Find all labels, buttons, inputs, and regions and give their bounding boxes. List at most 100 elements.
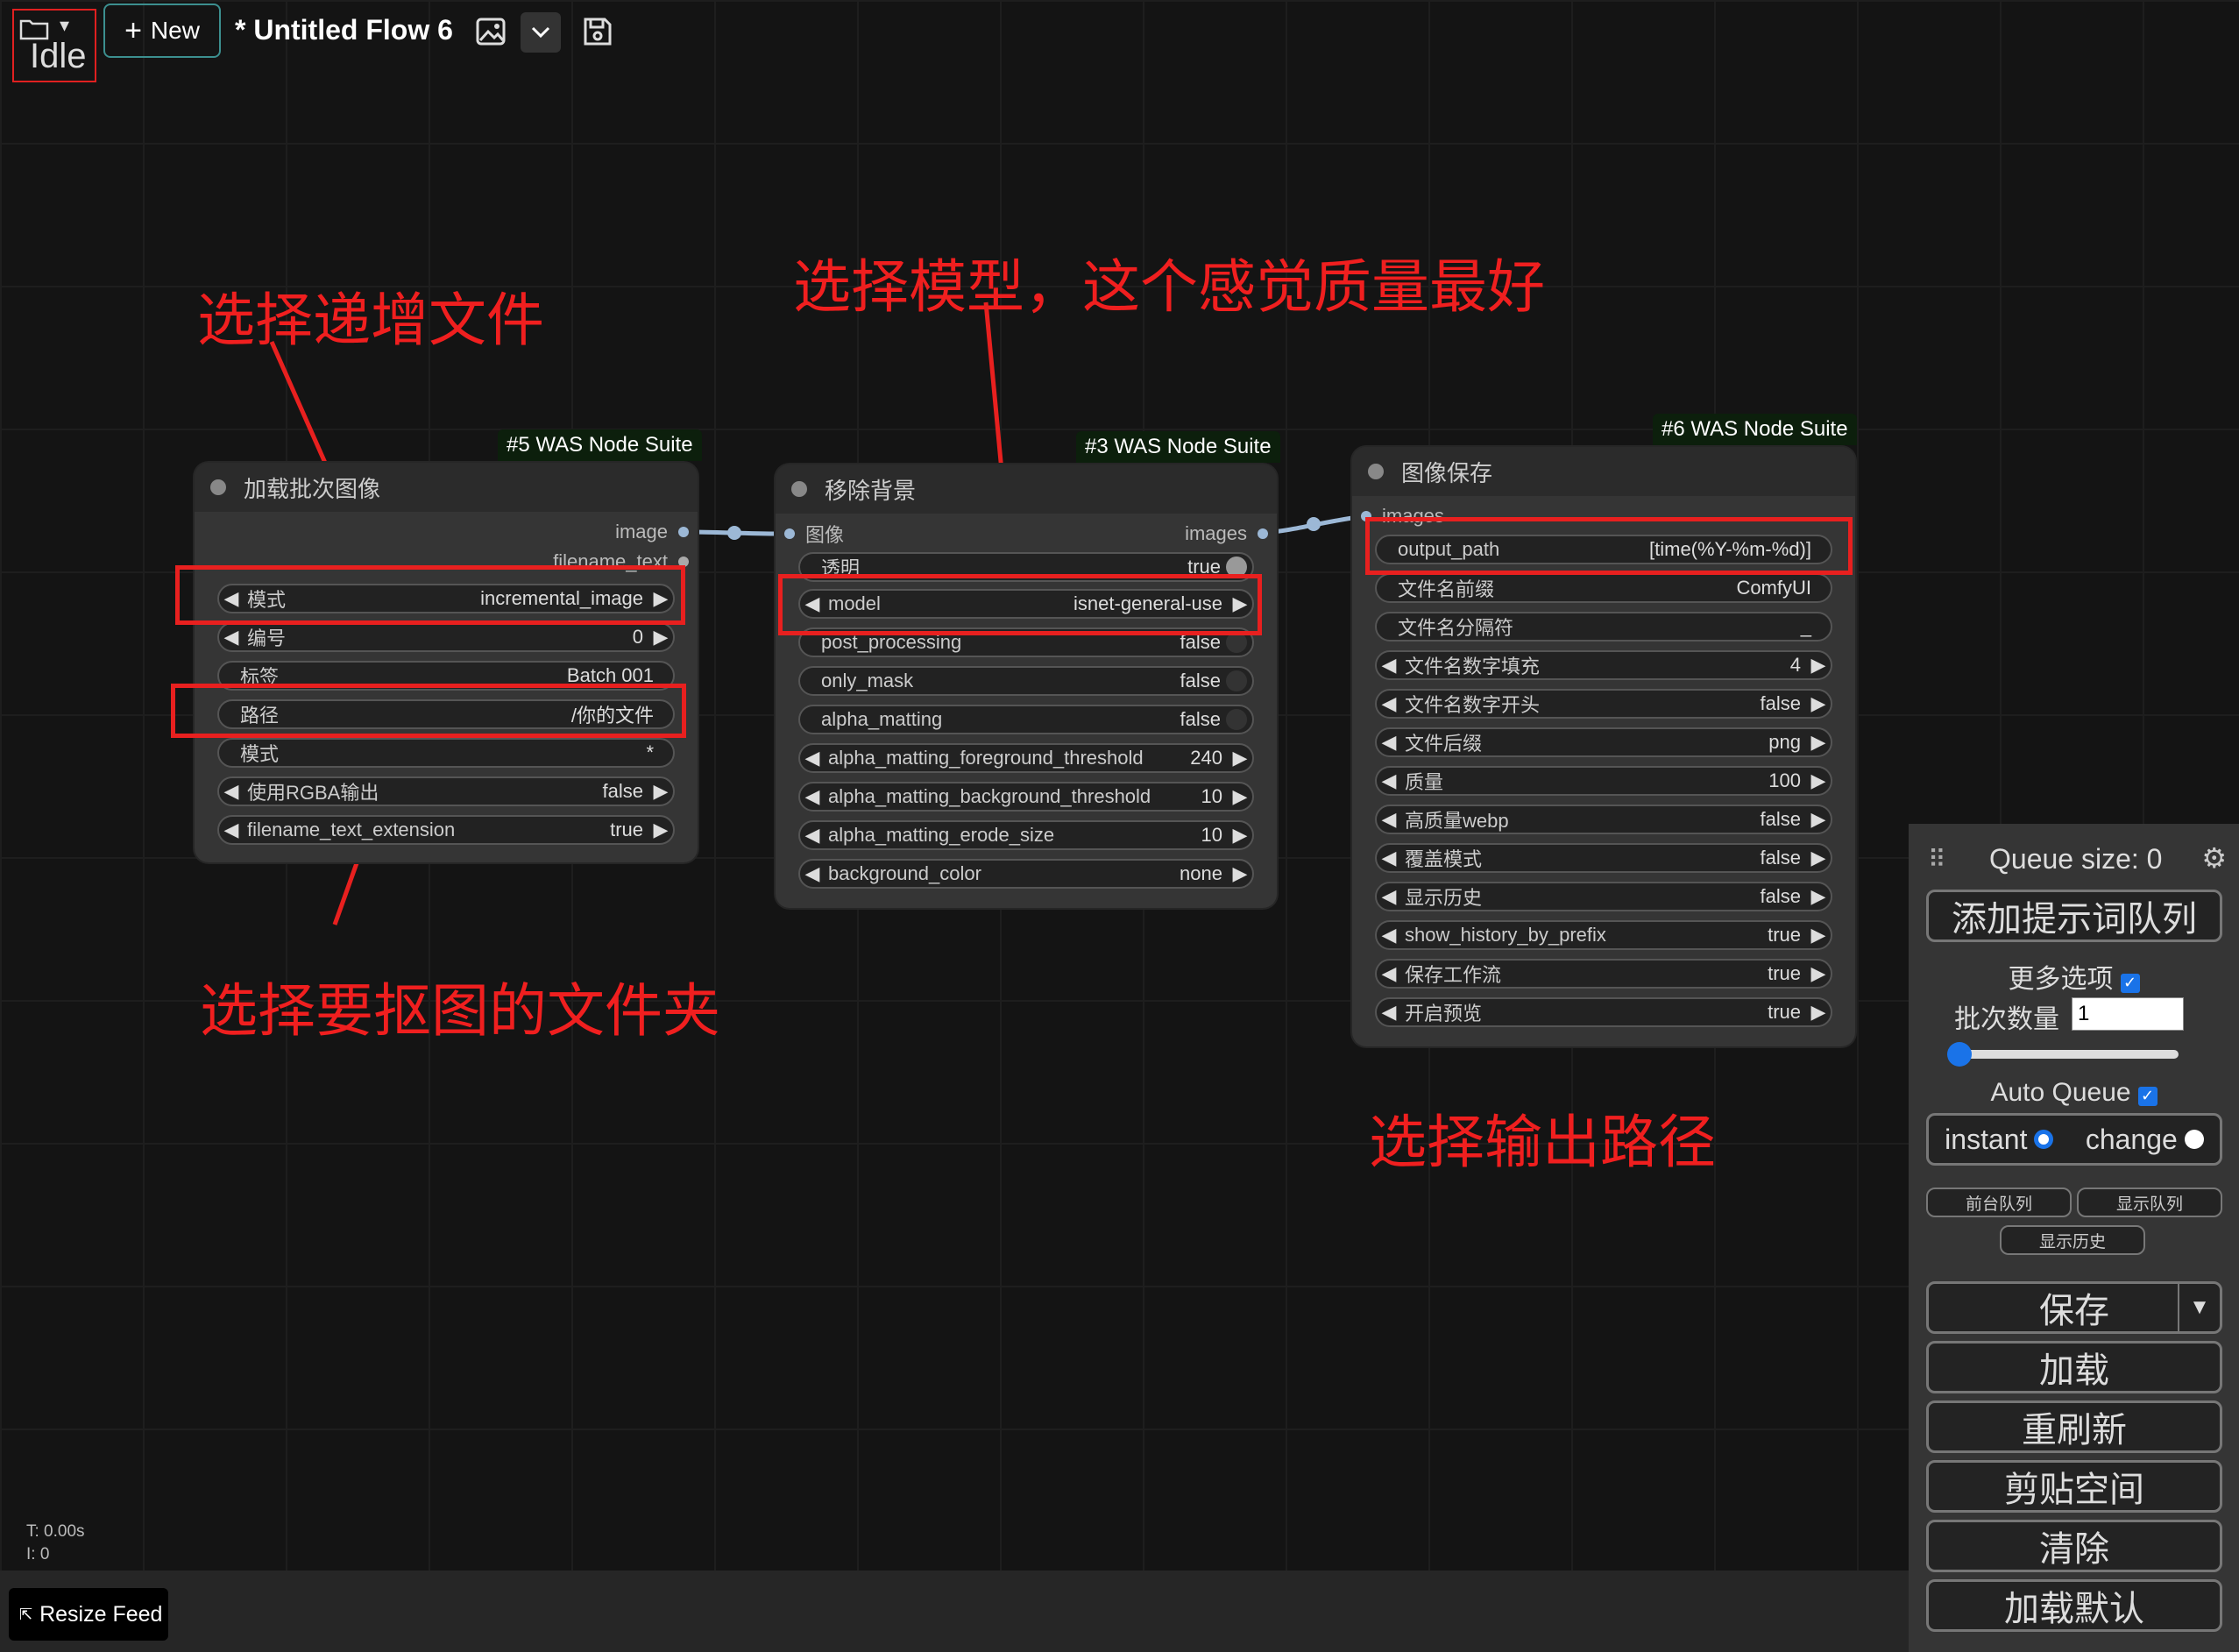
node3-widget-only-mask[interactable]: only_mask false (798, 666, 1254, 696)
extra-options-checkbox[interactable]: ✓ (2120, 973, 2140, 993)
right-arrow-icon[interactable]: ▶ (653, 587, 669, 609)
left-arrow-icon[interactable]: ◀ (804, 592, 820, 614)
left-arrow-icon[interactable]: ◀ (804, 747, 820, 769)
node6-header[interactable]: 图像保存 (1352, 447, 1855, 496)
node6-widget-show-previews[interactable]: ◀ 开启预览 true ▶ (1375, 997, 1832, 1027)
node6-widget-embed-workflow[interactable]: ◀ 保存工作流 true ▶ (1375, 959, 1832, 989)
left-arrow-icon[interactable]: ◀ (1381, 654, 1397, 676)
right-arrow-icon[interactable]: ▶ (1232, 824, 1248, 846)
node5-output-filename-dot[interactable] (678, 557, 689, 567)
node3-widget-background-color[interactable]: ◀ background_color none ▶ (798, 859, 1254, 889)
right-arrow-icon[interactable]: ▶ (1810, 692, 1826, 714)
workflow-menu-button[interactable]: ▾ Idle (12, 9, 96, 82)
clear-button[interactable]: 清除 (1926, 1520, 2222, 1572)
right-arrow-icon[interactable]: ▶ (1232, 785, 1248, 807)
slider-thumb[interactable] (1947, 1042, 1972, 1067)
node6-collapse-dot[interactable] (1368, 464, 1384, 479)
node6-widget-overwrite-mode[interactable]: ◀ 覆盖模式 false ▶ (1375, 843, 1832, 873)
node6-widget-extension[interactable]: ◀ 文件后缀 png ▶ (1375, 727, 1832, 757)
right-arrow-icon[interactable]: ▶ (1810, 924, 1826, 946)
right-arrow-icon[interactable]: ▶ (1232, 862, 1248, 884)
load-default-button[interactable]: 加载默认 (1926, 1579, 2222, 1632)
node6-widget-output-path[interactable]: output_path [time(%Y-%m-%d)] (1375, 535, 1832, 564)
node6-widget-number-padding[interactable]: ◀ 文件名数字填充 4 ▶ (1375, 650, 1832, 680)
node3-collapse-dot[interactable] (791, 481, 807, 497)
left-arrow-icon[interactable]: ◀ (1381, 808, 1397, 830)
instant-option[interactable]: instant (1945, 1124, 2054, 1156)
left-arrow-icon[interactable]: ◀ (1381, 731, 1397, 753)
left-arrow-icon[interactable]: ◀ (804, 824, 820, 846)
right-arrow-icon[interactable]: ▶ (1810, 885, 1826, 907)
node-remove-background[interactable]: 移除背景 图像 images 透明 true ◀ model isnet-gen… (776, 464, 1277, 908)
node3-widget-bg-threshold[interactable]: ◀ alpha_matting_background_threshold 10 … (798, 782, 1254, 812)
left-arrow-icon[interactable]: ◀ (1381, 1001, 1397, 1023)
node5-widget-filename-ext[interactable]: ◀ filename_text_extension true ▶ (217, 815, 675, 845)
node6-widget-quality[interactable]: ◀ 质量 100 ▶ (1375, 766, 1832, 796)
node6-widget-history-by-prefix[interactable]: ◀ show_history_by_prefix true ▶ (1375, 920, 1832, 950)
node3-widget-erode-size[interactable]: ◀ alpha_matting_erode_size 10 ▶ (798, 820, 1254, 850)
node3-input-image-dot[interactable] (784, 528, 795, 539)
right-arrow-icon[interactable]: ▶ (1810, 808, 1826, 830)
right-arrow-icon[interactable]: ▶ (653, 626, 669, 648)
node5-widget-path[interactable]: 路径 /你的文件 (217, 699, 675, 729)
workflow-dropdown-button[interactable] (521, 12, 561, 53)
right-arrow-icon[interactable]: ▶ (1232, 747, 1248, 769)
right-arrow-icon[interactable]: ▶ (1810, 847, 1826, 869)
node3-header[interactable]: 移除背景 (776, 464, 1277, 514)
chevron-down-icon[interactable]: ▼ (2178, 1284, 2220, 1331)
node6-widget-filename-prefix[interactable]: 文件名前缀 ComfyUI (1375, 573, 1832, 603)
left-arrow-icon[interactable]: ◀ (223, 780, 239, 802)
right-arrow-icon[interactable]: ▶ (1810, 962, 1826, 984)
right-arrow-icon[interactable]: ▶ (1810, 769, 1826, 791)
left-arrow-icon[interactable]: ◀ (223, 587, 239, 609)
node5-widget-mode[interactable]: ◀ 模式 incremental_image ▶ (217, 584, 675, 613)
left-arrow-icon[interactable]: ◀ (1381, 769, 1397, 791)
node3-output-images-dot[interactable] (1258, 528, 1268, 539)
node6-input-images[interactable]: images (1361, 501, 1444, 531)
right-arrow-icon[interactable]: ▶ (1232, 592, 1248, 614)
toggle-off-icon[interactable] (1226, 670, 1247, 691)
right-arrow-icon[interactable]: ▶ (1810, 1001, 1826, 1023)
left-arrow-icon[interactable]: ◀ (804, 862, 820, 884)
save-icon[interactable] (578, 12, 617, 51)
radio-selected-icon[interactable] (2034, 1130, 2054, 1149)
node5-output-image-dot[interactable] (678, 527, 689, 537)
node-image-save[interactable]: 图像保存 images output_path [time(%Y-%m-%d)]… (1352, 447, 1855, 1046)
node5-widget-rgba[interactable]: ◀ 使用RGBA输出 false ▶ (217, 776, 675, 806)
refresh-button[interactable]: 重刷新 (1926, 1400, 2222, 1453)
radio-unselected-icon[interactable] (2184, 1130, 2204, 1149)
right-arrow-icon[interactable]: ▶ (653, 780, 669, 802)
left-arrow-icon[interactable]: ◀ (1381, 847, 1397, 869)
node6-widget-show-history[interactable]: ◀ 显示历史 false ▶ (1375, 882, 1832, 911)
node3-widget-fg-threshold[interactable]: ◀ alpha_matting_foreground_threshold 240… (798, 743, 1254, 773)
batch-count-slider[interactable] (1947, 1042, 2179, 1067)
node-load-image-batch[interactable]: 加载批次图像 image filename_text ◀ 模式 incremen… (195, 463, 698, 862)
queue-prompt-button[interactable]: 添加提示词队列 (1926, 890, 2222, 942)
node6-widget-number-start[interactable]: ◀ 文件名数字开头 false ▶ (1375, 689, 1832, 719)
node3-widget-alpha-matting[interactable]: alpha_matting false (798, 705, 1254, 734)
batch-count-input[interactable] (2072, 997, 2184, 1031)
node5-output-image[interactable]: image (615, 517, 689, 547)
drag-handle-icon[interactable]: ⠿ (1928, 846, 1946, 873)
auto-queue-checkbox[interactable]: ✓ (2137, 1086, 2158, 1106)
left-arrow-icon[interactable]: ◀ (1381, 692, 1397, 714)
gear-icon[interactable]: ⚙ (2201, 842, 2227, 874)
left-arrow-icon[interactable]: ◀ (1381, 885, 1397, 907)
right-arrow-icon[interactable]: ▶ (653, 819, 669, 840)
change-option[interactable]: change (2086, 1124, 2204, 1156)
load-button[interactable]: 加载 (1926, 1341, 2222, 1393)
node5-widget-pattern[interactable]: 模式 * (217, 738, 675, 768)
image-icon[interactable] (471, 12, 510, 51)
left-arrow-icon[interactable]: ◀ (1381, 962, 1397, 984)
save-button[interactable]: 保存 ▼ (1926, 1281, 2222, 1334)
node3-output-images[interactable]: images (1185, 519, 1268, 549)
front-queue-button[interactable]: 前台队列 (1926, 1188, 2072, 1217)
toggle-off-icon[interactable] (1226, 709, 1247, 730)
view-history-button[interactable]: 显示历史 (2000, 1225, 2145, 1255)
right-arrow-icon[interactable]: ▶ (1810, 654, 1826, 676)
toggle-off-icon[interactable] (1226, 632, 1247, 653)
left-arrow-icon[interactable]: ◀ (223, 626, 239, 648)
node5-collapse-dot[interactable] (210, 479, 226, 495)
new-workflow-button[interactable]: + New (103, 4, 221, 58)
node5-widget-index[interactable]: ◀ 编号 0 ▶ (217, 622, 675, 652)
